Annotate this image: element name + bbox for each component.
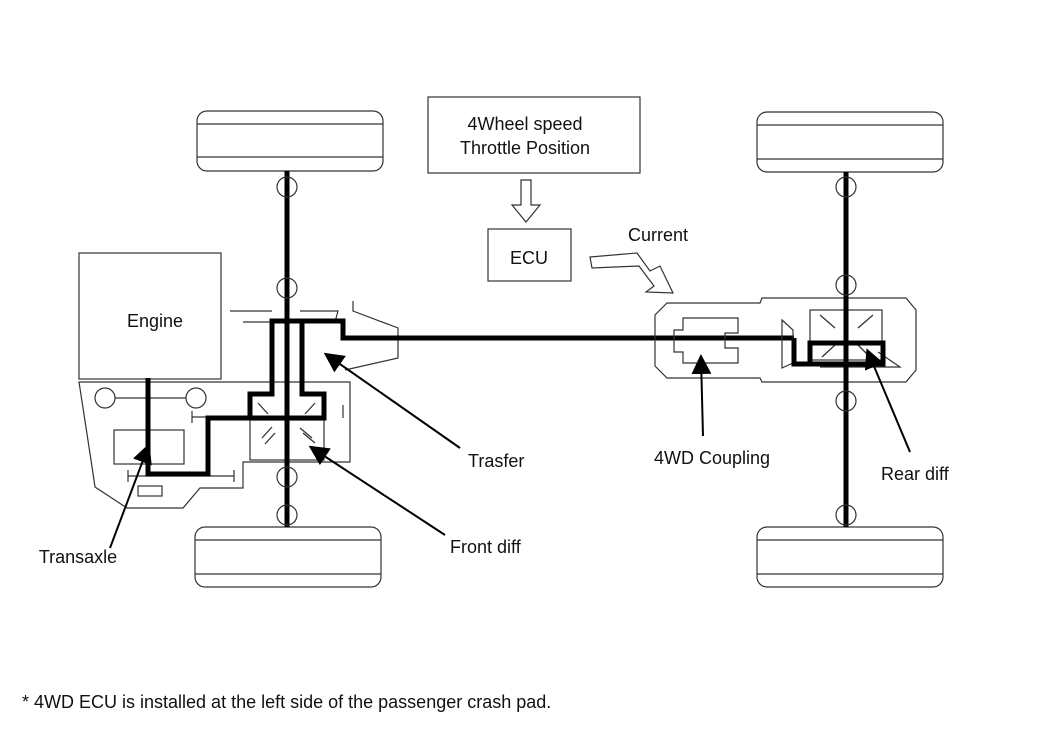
front-diff-gears xyxy=(257,402,316,445)
rear-right-wheel xyxy=(756,526,944,588)
transfer-power-path-left xyxy=(247,318,302,418)
ecu-box xyxy=(487,228,572,282)
coupling-leader xyxy=(691,354,712,437)
transfer-housing xyxy=(230,301,399,371)
transaxle-label: Transaxle xyxy=(39,547,117,567)
transaxle-power-path xyxy=(145,378,250,477)
rear-diff-gears xyxy=(819,314,874,358)
rear-diff-label: Rear diff xyxy=(881,464,950,484)
front-diff-label: Front diff xyxy=(450,537,522,557)
transaxle-housing xyxy=(78,381,351,509)
front-right-wheel xyxy=(194,526,382,588)
rear-cv-joints xyxy=(835,176,857,526)
input-line1: 4Wheel speed xyxy=(467,114,582,134)
footnote: * 4WD ECU is installed at the left side … xyxy=(22,692,551,712)
coupling-label: 4WD Coupling xyxy=(654,448,770,468)
transfer-power-path xyxy=(250,318,794,421)
signal-arrow-icon xyxy=(510,179,542,223)
current-label: Current xyxy=(628,225,688,245)
ecu-label: ECU xyxy=(510,248,548,268)
input-line2: Throttle Position xyxy=(460,138,590,158)
transaxle-leader xyxy=(109,443,152,549)
engine-label: Engine xyxy=(127,311,183,331)
transfer-label: Trasfer xyxy=(468,451,524,471)
rear-diff-leader xyxy=(864,348,911,453)
front-cv-joints xyxy=(276,176,298,526)
current-arrow-icon xyxy=(589,252,674,294)
rear-left-wheel xyxy=(756,111,944,173)
input-signals-box xyxy=(427,96,641,174)
front-diff-leader xyxy=(308,445,446,536)
front-left-wheel xyxy=(196,110,384,172)
transfer-leader xyxy=(323,352,461,449)
